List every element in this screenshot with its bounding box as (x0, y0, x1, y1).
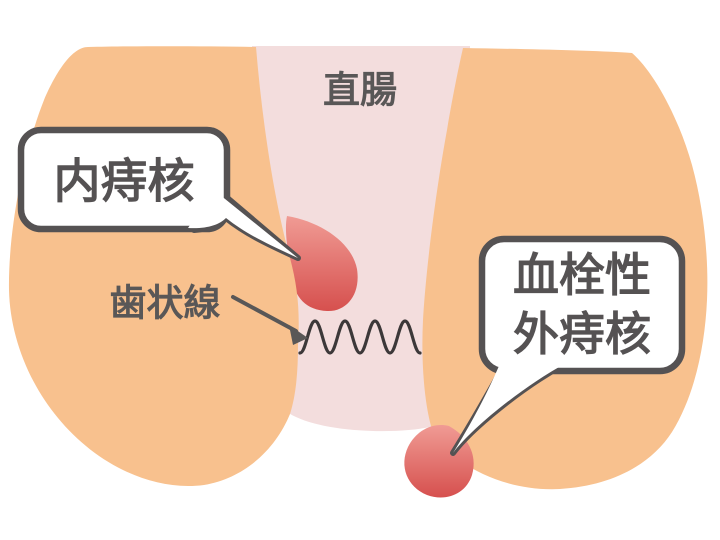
dentate-line-wave (298, 319, 422, 355)
internal-callout-bubble (17, 126, 231, 233)
internal-hemorrhoid-shape (285, 216, 358, 312)
thrombosed-callout-tail-fill (453, 354, 574, 453)
internal-callout-tail-fill (188, 190, 298, 258)
left-buttock-shape (8, 46, 299, 487)
dentate-arrow-head (289, 325, 308, 345)
dentate-arrow-line (231, 295, 298, 333)
thrombosed-callout-bubble (478, 235, 686, 375)
